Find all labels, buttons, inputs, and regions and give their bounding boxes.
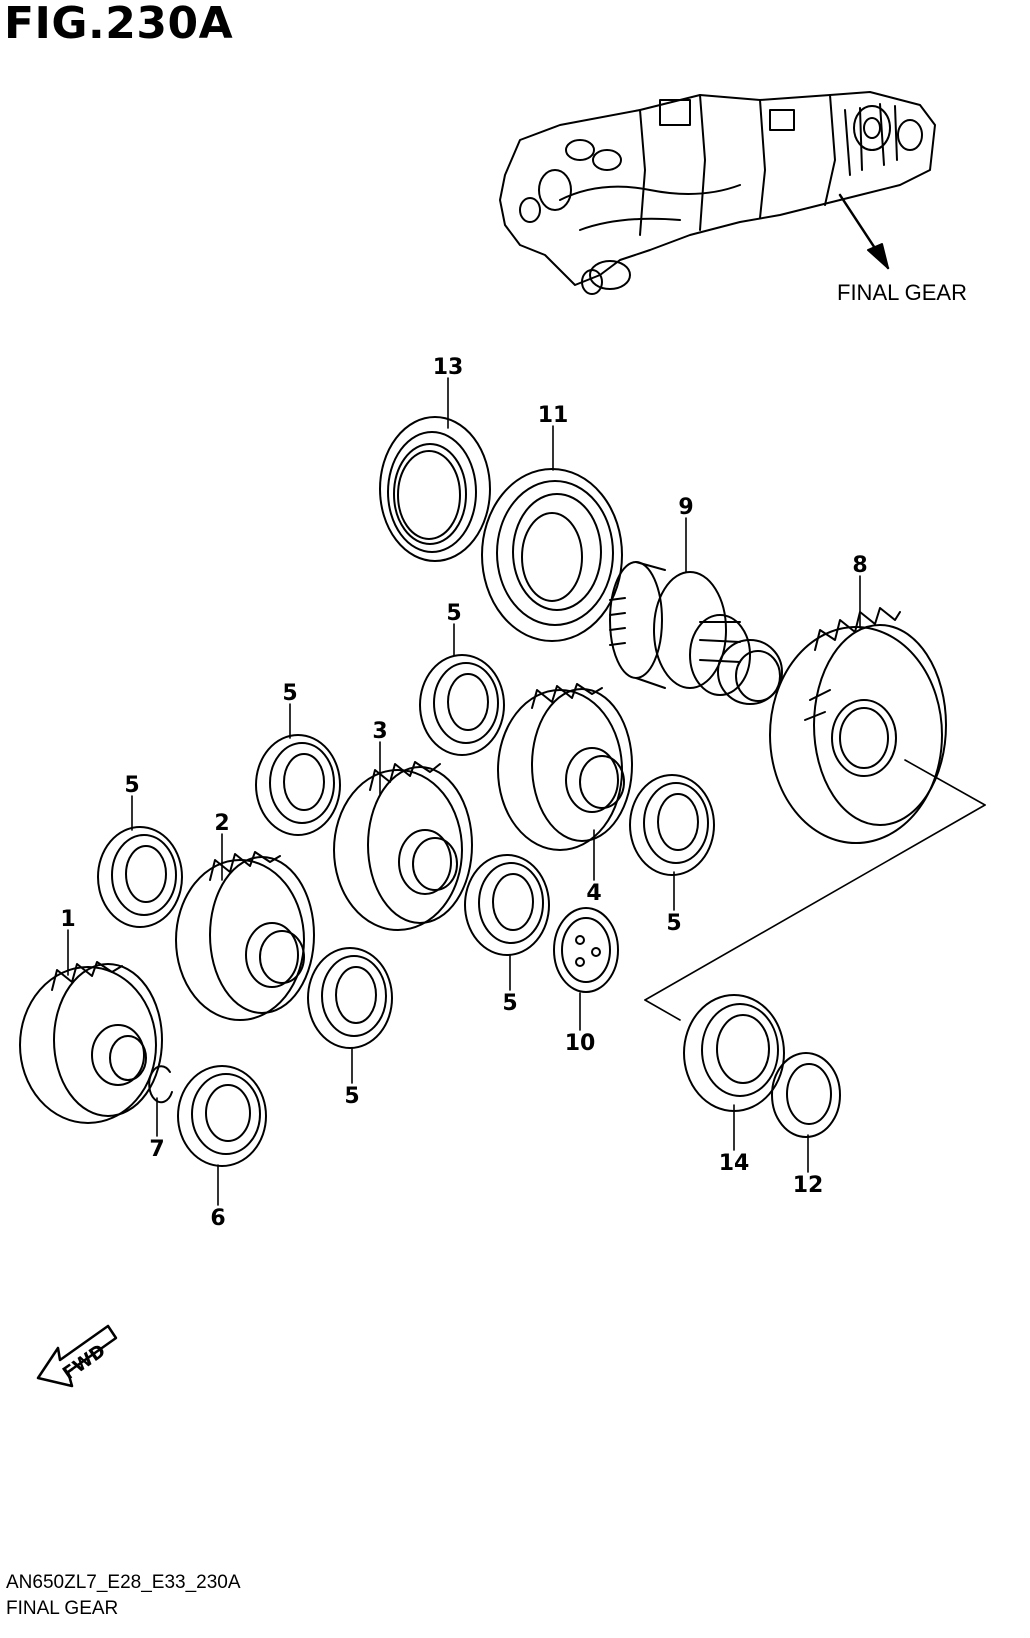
part-13-oil-seal: [379, 416, 491, 562]
part-1-gear: [19, 961, 163, 1124]
part-5-bearing-a: [419, 654, 505, 756]
callout-1: 1: [60, 907, 75, 932]
callout-13: 13: [433, 355, 464, 380]
part-14-bearing: [683, 994, 785, 1112]
callout-10: 10: [565, 1031, 596, 1056]
callout-5: 5: [446, 601, 461, 626]
callout-11: 11: [538, 403, 569, 428]
callout-12: 12: [793, 1173, 824, 1198]
part-9-drive-shaft: [609, 561, 783, 705]
part-4-gear: [497, 683, 633, 851]
part-6-bearing: [177, 1065, 267, 1167]
part-10-thrust-plate: [553, 907, 619, 993]
leader-lines: [67, 377, 986, 1206]
engine-overview-illustration: [499, 91, 936, 295]
callout-14: 14: [719, 1151, 750, 1176]
final-gear-assembly-label: FINAL GEAR: [837, 280, 967, 305]
callout-6: 6: [210, 1206, 225, 1231]
figure-title: FIG.230A: [4, 0, 234, 49]
callout-5: 5: [344, 1084, 359, 1109]
part-5-bearing-c: [97, 826, 183, 928]
part-11-bearing: [481, 468, 623, 642]
callout-8: 8: [852, 553, 867, 578]
callout-2: 2: [214, 811, 229, 836]
callout-5: 5: [666, 911, 681, 936]
callout-5: 5: [282, 681, 297, 706]
part-5-bearing-d: [629, 774, 715, 876]
part-5-bearing-e: [464, 854, 550, 956]
part-3-gear: [333, 761, 473, 931]
fwd-arrow-icon: [36, 1324, 118, 1388]
part-12-oil-seal: [771, 1052, 841, 1138]
callout-3: 3: [372, 719, 387, 744]
callout-5: 5: [124, 773, 139, 798]
part-8-final-driven-gear: [769, 607, 947, 844]
part-7-circlip: [148, 1065, 173, 1104]
callout-5: 5: [502, 991, 517, 1016]
callout-9: 9: [678, 495, 693, 520]
footer-figure-name: FINAL GEAR: [6, 1598, 119, 1619]
part-5-bearing-b: [255, 734, 341, 836]
callout-7: 7: [149, 1137, 164, 1162]
part-5-bearing-f: [307, 947, 393, 1049]
footer-figure-code: AN650ZL7_E28_E33_230A: [6, 1572, 241, 1593]
part-2-gear: [175, 851, 315, 1021]
callout-4: 4: [586, 881, 601, 906]
